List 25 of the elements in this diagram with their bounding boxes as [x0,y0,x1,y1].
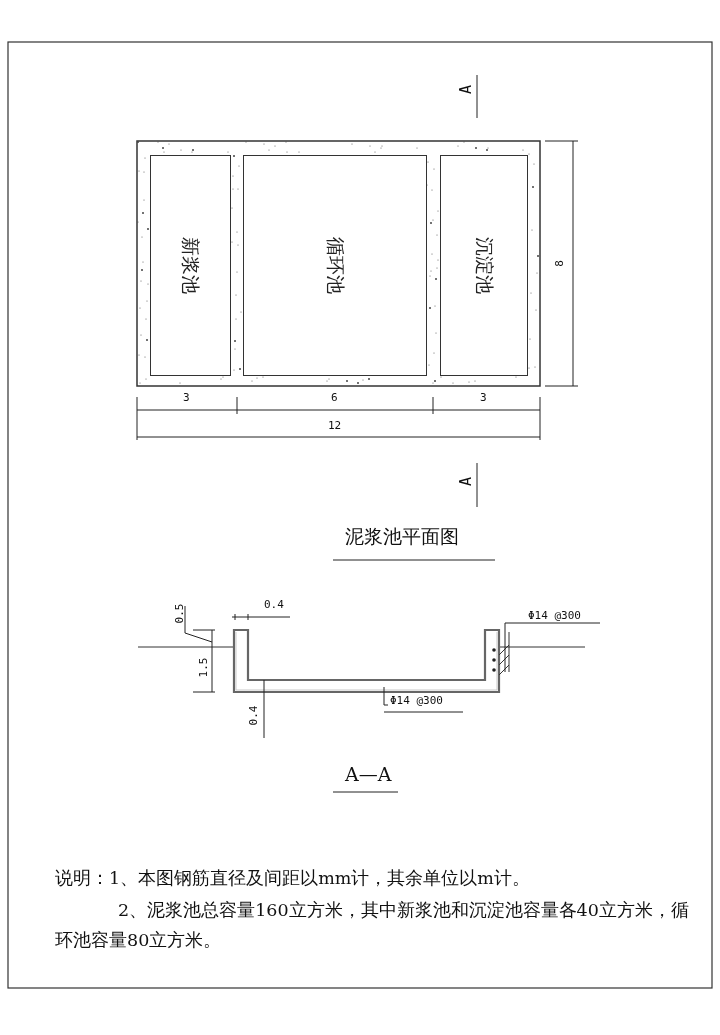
dimension-text: 8 [553,260,565,267]
dimension-text: 3 [480,392,487,403]
compartment-name: 新浆池 [181,237,200,294]
section-mark: A [459,477,474,486]
dimension-text: 12 [328,420,342,431]
leader-line [504,622,601,673]
section-mark: A [459,85,474,94]
dimension-text: 0.4 [264,599,284,610]
compartment-name: 循环池 [325,237,345,294]
compartment-name: 沉淀池 [474,237,494,294]
note-text: 说明：1、本图钢筋直径及间距以mm计，其余单位以m计。 [55,870,530,888]
rebar-label: Φ14 @300 [528,610,581,621]
dimension-text: 1.5 [198,657,210,678]
leader-line [383,686,464,713]
pool-compartment [150,155,231,376]
dimension-text: 3 [183,392,190,403]
rebar-label: Φ14 @300 [390,695,443,706]
dimension-text: 0.5 [174,603,186,624]
dimension-text: 6 [331,392,338,403]
note-text: 2、泥浆池总容量160立方米，其中新浆池和沉淀池容量各40立方米，循环池容量80立方米。 [55,899,690,952]
pool-compartment [243,155,427,376]
dimension-text: 0.4 [248,705,260,726]
view-title: 泥浆池平面图 [345,527,459,546]
pool-compartment [440,155,528,376]
view-title: A—A [345,765,392,784]
